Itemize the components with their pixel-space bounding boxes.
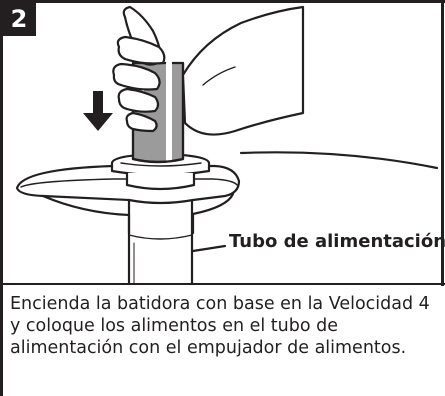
step-number-badge: 2 (2, 2, 36, 36)
feed-tube-callout-label: Tubo de alimentación (229, 231, 445, 252)
feed-tube (127, 197, 194, 283)
push-down-arrow-icon (83, 91, 113, 131)
bowl-outline-arc (239, 151, 439, 170)
frame-left-border (0, 0, 3, 396)
section-divider (0, 283, 445, 285)
food-pusher-illustration (15, 5, 439, 283)
frame-right-border (441, 0, 444, 286)
hand (112, 5, 305, 136)
frame-top-border (0, 0, 445, 3)
callout-leader-line (191, 244, 227, 253)
instruction-text: Encienda la batidora con base en la Velo… (10, 294, 430, 358)
